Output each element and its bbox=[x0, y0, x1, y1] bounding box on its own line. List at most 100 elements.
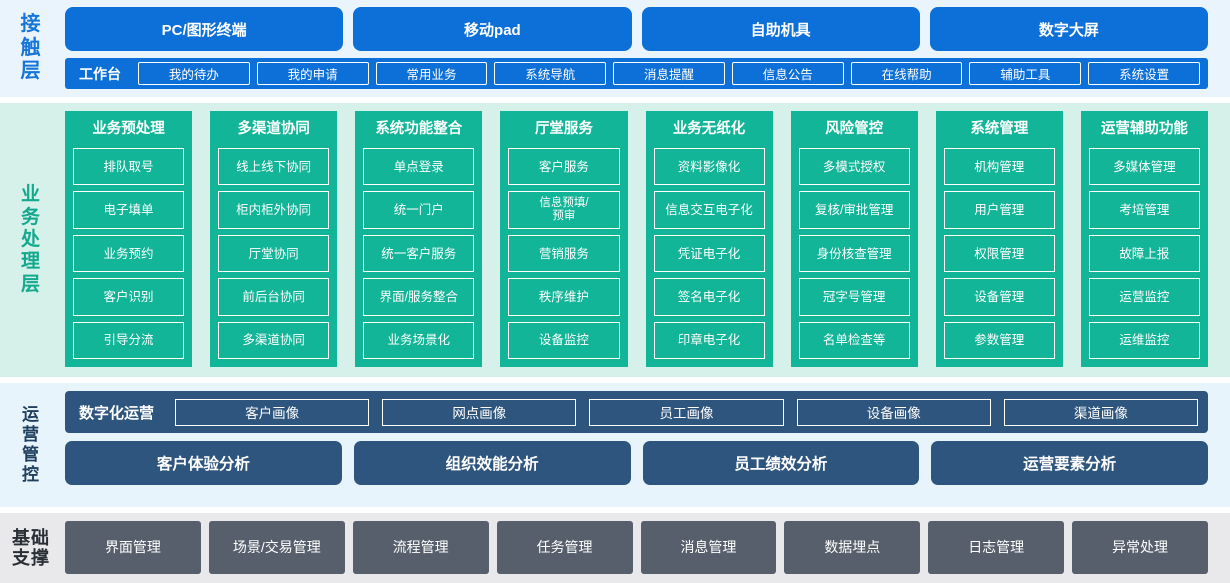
col-multichannel-collab-item-4[interactable]: 多渠道协同 bbox=[218, 321, 330, 360]
col-multichannel-collab-item-1[interactable]: 柜内柜外协同 bbox=[218, 191, 330, 229]
wb-message-alert[interactable]: 消息提醒 bbox=[613, 62, 725, 86]
col-system-function-integration-title: 系统功能整合 bbox=[375, 121, 463, 137]
channel-screen[interactable]: 数字大屏 bbox=[929, 7, 1208, 52]
col-lobby-service-item-0[interactable]: 客户服务 bbox=[508, 148, 620, 186]
col-operation-aux-item-1[interactable]: 考培管理 bbox=[1088, 191, 1200, 229]
col-system-function-integration-item-2[interactable]: 统一客户服务 bbox=[363, 234, 475, 273]
contact-label-char-2: 层 bbox=[20, 60, 42, 83]
base-scenario-transaction[interactable]: 场景/交易管理 bbox=[208, 520, 345, 574]
wb-online-help[interactable]: 在线帮助 bbox=[850, 62, 963, 86]
col-risk-control-item-4[interactable]: 名单检查等 bbox=[798, 321, 910, 360]
base-layer-label: 基础 支撑 bbox=[0, 512, 62, 583]
wb-common-business[interactable]: 常用业务 bbox=[375, 62, 488, 86]
col-paperless-business-item-0[interactable]: 资料影像化 bbox=[653, 148, 765, 186]
channel-row: PC/图形终端 移动pad 自助机具 数字大屏 bbox=[65, 7, 1208, 52]
channel-kiosk[interactable]: 自助机具 bbox=[641, 7, 920, 52]
digital-operations-title: 数字化运营 bbox=[79, 404, 155, 422]
portrait-device[interactable]: 设备画像 bbox=[796, 398, 991, 426]
layer-gap-1 bbox=[0, 97, 1230, 103]
col-business-preprocess-item-1[interactable]: 电子填单 bbox=[73, 191, 185, 229]
base-process-management[interactable]: 流程管理 bbox=[352, 520, 489, 574]
col-operation-aux-item-3[interactable]: 运营监控 bbox=[1088, 278, 1200, 316]
business-layer-label: 业 务 处 理 层 bbox=[0, 103, 62, 378]
ops-label-char-0: 运 bbox=[22, 404, 40, 424]
business-layer-body: 业务预处理排队取号电子填单业务预约客户识别引导分流多渠道协同 线上线下协同柜内柜外… bbox=[62, 103, 1230, 377]
ops-label-char-1: 营 bbox=[22, 425, 40, 445]
base-message-management[interactable]: 消息管理 bbox=[640, 520, 777, 574]
col-system-function-integration-item-0[interactable]: 单点登录 bbox=[363, 148, 475, 186]
base-exception-handling[interactable]: 异常处理 bbox=[1072, 520, 1208, 574]
base-task-management[interactable]: 任务管理 bbox=[496, 520, 633, 574]
col-business-preprocess-item-0[interactable]: 排队取号 bbox=[73, 148, 185, 186]
col-business-preprocess-title: 业务预处理 bbox=[92, 121, 165, 137]
workbench-row: 工作台 我的待办 我的申请 常用业务 系统导航 消息提醒 信息公告 在线帮助 辅… bbox=[65, 58, 1208, 89]
col-system-management-title: 系统管理 bbox=[970, 121, 1029, 137]
portrait-branch[interactable]: 网点画像 bbox=[382, 398, 577, 426]
col-paperless-business-item-2[interactable]: 凭证电子化 bbox=[653, 234, 765, 273]
col-multichannel-collab-item-0[interactable]: 线上线下协同 bbox=[218, 148, 330, 186]
wb-aux-tools[interactable]: 辅助工具 bbox=[969, 62, 1082, 86]
analysis-customer-experience[interactable]: 客户体验分析 bbox=[65, 441, 342, 486]
contact-label-char-1: 触 bbox=[20, 36, 42, 59]
col-system-management-item-3[interactable]: 设备管理 bbox=[943, 278, 1055, 316]
channel-pc[interactable]: PC/图形终端 bbox=[65, 7, 344, 52]
col-risk-control-item-1[interactable]: 复核/审批管理 bbox=[798, 191, 910, 229]
channel-pad[interactable]: 移动pad bbox=[353, 7, 632, 52]
business-label-char-2: 处 bbox=[20, 229, 41, 251]
col-system-function-integration-item-4[interactable]: 业务场景化 bbox=[363, 321, 475, 360]
analysis-staff-performance[interactable]: 员工绩效分析 bbox=[642, 441, 920, 486]
col-lobby-service-item-2[interactable]: 营销服务 bbox=[508, 234, 620, 273]
col-lobby-service-item-1[interactable]: 信息预填/预审 bbox=[508, 191, 620, 229]
base-data-tracking[interactable]: 数据埋点 bbox=[784, 520, 921, 574]
col-paperless-business-item-4[interactable]: 印章电子化 bbox=[653, 321, 765, 360]
col-system-function-integration-item-1[interactable]: 统一门户 bbox=[363, 191, 475, 229]
col-lobby-service-item-4[interactable]: 设备监控 bbox=[508, 321, 620, 360]
portrait-customer[interactable]: 客户画像 bbox=[175, 398, 370, 426]
portrait-staff[interactable]: 员工画像 bbox=[589, 398, 784, 426]
base-log-management[interactable]: 日志管理 bbox=[928, 520, 1065, 574]
col-risk-control-item-3[interactable]: 冠字号管理 bbox=[798, 278, 910, 316]
analysis-operation-elements[interactable]: 运营要素分析 bbox=[931, 441, 1208, 486]
business-label-char-4: 层 bbox=[20, 273, 41, 295]
col-lobby-service-item-3[interactable]: 秩序维护 bbox=[508, 278, 620, 316]
col-multichannel-collab-item-3[interactable]: 前后台协同 bbox=[218, 278, 330, 316]
col-system-management-item-4[interactable]: 参数管理 bbox=[943, 321, 1055, 360]
wb-my-application[interactable]: 我的申请 bbox=[256, 62, 369, 86]
col-operation-aux-item-4[interactable]: 运维监控 bbox=[1088, 321, 1200, 360]
col-paperless-business-item-1[interactable]: 信息交互电子化 bbox=[653, 191, 765, 229]
col-multichannel-collab-item-2[interactable]: 厅堂协同 bbox=[218, 234, 330, 273]
base-row: 界面管理 场景/交易管理 流程管理 任务管理 消息管理 数据埋点 日志管理 异常… bbox=[65, 520, 1208, 574]
col-operation-aux-title: 运营辅助功能 bbox=[1100, 121, 1188, 137]
col-operation-aux: 运营辅助功能多媒体管理考培管理故障上报运营监控运维监控 bbox=[1080, 111, 1208, 368]
col-system-function-integration: 系统功能整合单点登录统一门户统一客户服务界面/服务整合业务场景化 bbox=[355, 111, 483, 368]
operations-layer: 运 营 管 控 数字化运营 客户画像 网点画像 员工画像 设备画像 渠道画像 客… bbox=[0, 383, 1230, 507]
col-paperless-business-item-3[interactable]: 签名电子化 bbox=[653, 278, 765, 316]
wb-system-settings[interactable]: 系统设置 bbox=[1088, 62, 1201, 86]
base-layer-body: 界面管理 场景/交易管理 流程管理 任务管理 消息管理 数据埋点 日志管理 异常… bbox=[62, 513, 1230, 583]
col-system-management-item-0[interactable]: 机构管理 bbox=[943, 148, 1055, 186]
contact-layer: 接 触 层 PC/图形终端 移动pad 自助机具 数字大屏 工作台 我的待办 我… bbox=[0, 0, 1230, 97]
col-system-management-item-1[interactable]: 用户管理 bbox=[943, 191, 1055, 229]
col-risk-control-item-2[interactable]: 身份核查管理 bbox=[798, 234, 910, 273]
workbench-title: 工作台 bbox=[79, 65, 121, 82]
col-system-management-item-2[interactable]: 权限管理 bbox=[943, 234, 1055, 273]
base-ui-management[interactable]: 界面管理 bbox=[65, 520, 201, 574]
col-operation-aux-item-2[interactable]: 故障上报 bbox=[1088, 234, 1200, 273]
col-business-preprocess-item-2[interactable]: 业务预约 bbox=[73, 234, 185, 273]
col-risk-control-item-0[interactable]: 多模式授权 bbox=[798, 148, 910, 186]
col-system-function-integration-item-3[interactable]: 界面/服务整合 bbox=[363, 278, 475, 316]
wb-system-nav[interactable]: 系统导航 bbox=[494, 62, 607, 86]
col-risk-control: 风险管控多模式授权复核/审批管理身份核查管理冠字号管理名单检查等 bbox=[790, 111, 918, 368]
wb-my-todo[interactable]: 我的待办 bbox=[138, 62, 250, 86]
col-business-preprocess-item-3[interactable]: 客户识别 bbox=[73, 278, 185, 316]
portrait-channel[interactable]: 渠道画像 bbox=[1003, 398, 1199, 426]
analysis-org-efficiency[interactable]: 组织效能分析 bbox=[353, 441, 631, 486]
col-business-preprocess-item-4[interactable]: 引导分流 bbox=[73, 321, 185, 360]
business-label-char-1: 务 bbox=[20, 206, 41, 228]
base-label-line-0: 基础 bbox=[12, 527, 50, 548]
wb-info-bulletin[interactable]: 信息公告 bbox=[731, 62, 844, 86]
col-lobby-service: 厅堂服务客户服务信息预填/预审营销服务秩序维护设备监控 bbox=[500, 111, 628, 368]
col-operation-aux-item-0[interactable]: 多媒体管理 bbox=[1088, 148, 1200, 186]
col-multichannel-collab: 多渠道协同线上线下协同柜内柜外协同厅堂协同前后台协同多渠道协同 bbox=[210, 111, 338, 368]
